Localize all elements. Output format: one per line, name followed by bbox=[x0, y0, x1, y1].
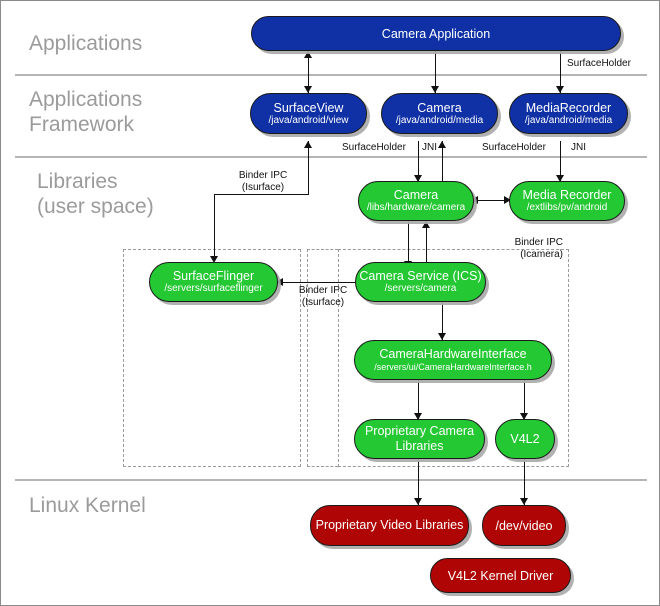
edge-binder-isurface-horizontal bbox=[214, 194, 309, 195]
edge-camera-lib-to-camera-java-jni bbox=[442, 141, 443, 181]
node-camera-service[interactable]: Camera Service (ICS) /servers/camera bbox=[355, 262, 486, 302]
edge-label-binder-ipc-icamera: Binder IPC (Icamera) bbox=[514, 237, 563, 260]
edge-camera-service-to-hw-interface bbox=[442, 297, 443, 340]
node-surfaceflinger[interactable]: SurfaceFlinger /servers/surfaceflinger bbox=[149, 262, 278, 302]
node-camera-application[interactable]: Camera Application bbox=[251, 16, 621, 51]
arrowhead-right-media-recorder-lib bbox=[504, 196, 511, 204]
node-proprietary-video-libraries-title: Proprietary Video Libraries bbox=[315, 518, 464, 532]
divider-applications bbox=[15, 74, 647, 76]
node-proprietary-video-libraries[interactable]: Proprietary Video Libraries bbox=[310, 505, 469, 546]
node-camera-lib-title: Camera bbox=[393, 188, 439, 202]
arrowhead-up-camera-lib-from-service bbox=[422, 221, 430, 228]
edge-v4l2-to-dev-video bbox=[524, 459, 525, 505]
node-surfaceview[interactable]: SurfaceView /java/android/view bbox=[250, 93, 367, 134]
node-camera-java-title: Camera bbox=[417, 100, 462, 115]
node-mediarecorder-title: MediaRecorder bbox=[525, 100, 612, 115]
node-surfaceflinger-title: SurfaceFlinger bbox=[172, 269, 255, 283]
edge-hw-interface-to-proprietary-camera bbox=[418, 380, 419, 420]
layer-label-libraries: Libraries (user space) bbox=[37, 170, 154, 218]
edge-label-surfaceholder-application: SurfaceHolder bbox=[567, 58, 631, 69]
node-camera-hardware-interface-title: CameraHardwareInterface bbox=[379, 347, 527, 361]
node-camera-service-title: Camera Service (ICS) bbox=[359, 269, 482, 283]
dashed-group-camera-service-inner bbox=[307, 249, 338, 467]
edge-camera-lib-media-recorder-lib bbox=[473, 200, 509, 201]
node-camera-lib-subtitle: /libs/hardware/camera bbox=[366, 202, 466, 213]
arrowhead-left-surfaceflinger bbox=[276, 278, 283, 286]
node-media-recorder-lib-title: Media Recorder bbox=[522, 188, 612, 202]
edge-label-jni-camera-java: JNI bbox=[422, 142, 437, 153]
edge-camera-lib-to-camera-service bbox=[408, 221, 409, 268]
node-media-recorder-lib[interactable]: Media Recorder /extlibs/pv/android bbox=[509, 181, 625, 221]
edge-camera-application-camera-java bbox=[435, 51, 436, 93]
node-dev-video-title: /dev/video bbox=[495, 518, 553, 533]
dashed-group-surfaceflinger bbox=[123, 249, 301, 467]
arrowhead-down-dev-video bbox=[520, 498, 528, 505]
edge-label-surfaceholder-mediarecorder: SurfaceHolder bbox=[482, 142, 546, 153]
edge-surfaceview-down-to-binder bbox=[308, 141, 309, 195]
arrowhead-down-proprietary-video bbox=[414, 498, 422, 505]
edge-proprietary-camera-to-video bbox=[418, 459, 419, 505]
edge-label-binder-ipc-isurface-svc: Binder IPC (Isurface) bbox=[298, 285, 348, 308]
node-surfaceview-subtitle: /java/android/view bbox=[268, 114, 349, 126]
arrowhead-down-media-recorder-lib bbox=[556, 175, 564, 182]
edge-camera-service-to-camera-lib bbox=[426, 221, 427, 268]
arrowhead-up-camera-java-jni bbox=[438, 141, 446, 148]
edge-binder-isurface-to-surfaceflinger bbox=[214, 194, 215, 261]
edge-mediarecorder-to-media-recorder-lib bbox=[560, 141, 561, 181]
node-camera-java[interactable]: Camera /java/android/media bbox=[381, 93, 498, 134]
arrowhead-down-surfaceview bbox=[304, 86, 312, 93]
edge-label-jni-mediarecorder: JNI bbox=[571, 142, 586, 153]
edge-hw-interface-to-v4l2 bbox=[524, 380, 525, 420]
arrowhead-down-hw-interface bbox=[438, 333, 446, 340]
node-mediarecorder[interactable]: MediaRecorder /java/android/media bbox=[509, 93, 628, 134]
divider-applications-framework bbox=[15, 156, 647, 158]
node-v4l2[interactable]: V4L2 bbox=[495, 419, 555, 459]
layer-label-applications-framework: Applications Framework bbox=[29, 88, 143, 136]
node-v4l2-title: V4L2 bbox=[510, 432, 540, 446]
edge-label-surfaceholder-camera-java: SurfaceHolder bbox=[342, 142, 406, 153]
edge-label-binder-ipc-isurface-top: Binder IPC (Isurface) bbox=[238, 170, 288, 193]
arrowhead-down-mediarecorder bbox=[556, 86, 564, 93]
node-camera-hardware-interface-subtitle: /servers/ui/CameraHardwareInterface.h bbox=[374, 362, 532, 372]
arrowhead-down-camera-java bbox=[431, 86, 439, 93]
divider-libraries bbox=[15, 479, 647, 481]
node-media-recorder-lib-subtitle: /extlibs/pv/android bbox=[526, 202, 608, 213]
edge-camera-java-to-camera-lib bbox=[418, 141, 419, 181]
node-proprietary-camera-libraries[interactable]: Proprietary Camera Libraries bbox=[354, 419, 485, 459]
node-camera-hardware-interface[interactable]: CameraHardwareInterface /servers/ui/Came… bbox=[354, 340, 552, 380]
node-v4l2-kernel-driver-title: V4L2 Kernel Driver bbox=[447, 568, 554, 583]
edge-camera-service-to-surfaceflinger bbox=[278, 282, 355, 283]
node-proprietary-camera-libraries-title: Proprietary Camera Libraries bbox=[364, 424, 475, 453]
node-camera-lib[interactable]: Camera /libs/hardware/camera bbox=[358, 181, 474, 221]
node-mediarecorder-subtitle: /java/android/media bbox=[524, 114, 613, 126]
edge-camera-application-mediarecorder bbox=[560, 51, 561, 93]
node-surfaceview-title: SurfaceView bbox=[273, 100, 344, 115]
arrowhead-left-camera-lib bbox=[471, 196, 478, 204]
node-v4l2-kernel-driver[interactable]: V4L2 Kernel Driver bbox=[430, 558, 571, 593]
arrowhead-up-surfaceview-bottom bbox=[304, 141, 312, 148]
dashed-group-camera-service bbox=[338, 249, 569, 467]
arrowhead-up-camera-application bbox=[304, 51, 312, 58]
node-surfaceflinger-subtitle: /servers/surfaceflinger bbox=[164, 283, 263, 294]
layer-label-applications: Applications bbox=[29, 32, 143, 55]
arrowhead-down-surfaceflinger bbox=[210, 256, 218, 263]
node-dev-video[interactable]: /dev/video bbox=[482, 505, 566, 546]
arrowhead-down-proprietary-camera bbox=[414, 413, 422, 420]
node-camera-application-title: Camera Application bbox=[381, 26, 491, 41]
arrowhead-down-v4l2 bbox=[520, 413, 528, 420]
node-camera-java-subtitle: /java/android/media bbox=[395, 114, 484, 126]
edge-surfaceview-camera-application bbox=[308, 51, 309, 93]
layer-label-linux-kernel: Linux Kernel bbox=[29, 494, 146, 517]
arrowhead-down-camera-lib bbox=[414, 175, 422, 182]
node-camera-service-subtitle: /servers/camera bbox=[384, 283, 457, 294]
